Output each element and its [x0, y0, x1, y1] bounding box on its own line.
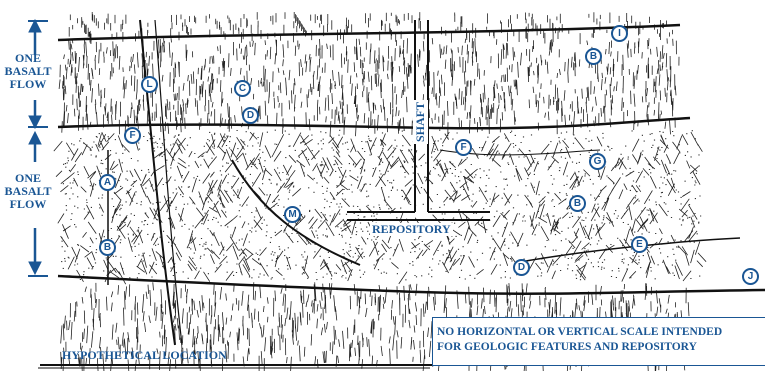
marker-g: G [589, 153, 606, 170]
flow-contact-upper [58, 118, 690, 128]
fault-line [140, 20, 175, 345]
marker-b-left: B [99, 239, 116, 256]
marker-b-right: B [569, 195, 586, 212]
marker-c: C [234, 80, 251, 97]
upper-flow-label: ONE BASALT FLOW [0, 52, 56, 91]
flow-contact-lower [58, 276, 765, 294]
marker-d-upper: D [242, 107, 259, 124]
shaft-label: SHAFT [413, 100, 428, 144]
upper-flow-top [58, 25, 680, 40]
hypothetical-location-label: HYPOTHETICAL LOCATION [62, 348, 227, 363]
scale-note-line-2: FOR GEOLOGIC FEATURES AND REPOSITORY [437, 340, 765, 355]
marker-j: J [742, 268, 759, 285]
marker-i: I [611, 25, 628, 42]
marker-a: A [99, 174, 116, 191]
marker-l: L [141, 76, 158, 93]
marker-m: M [284, 206, 301, 223]
marker-f-left: F [124, 127, 141, 144]
marker-d-lower: D [513, 259, 530, 276]
marker-f-right: F [455, 139, 472, 156]
repository-tunnel [347, 212, 490, 220]
structure-lines [28, 20, 765, 368]
repository-label: REPOSITORY [370, 223, 453, 236]
scale-note: NO HORIZONTAL OR VERTICAL SCALE INTENDED… [432, 317, 765, 366]
marker-b-upper: B [585, 48, 602, 65]
lower-flow-label: ONE BASALT FLOW [0, 172, 56, 211]
marker-e: E [631, 236, 648, 253]
scale-note-line-1: NO HORIZONTAL OR VERTICAL SCALE INTENDED [437, 325, 765, 340]
